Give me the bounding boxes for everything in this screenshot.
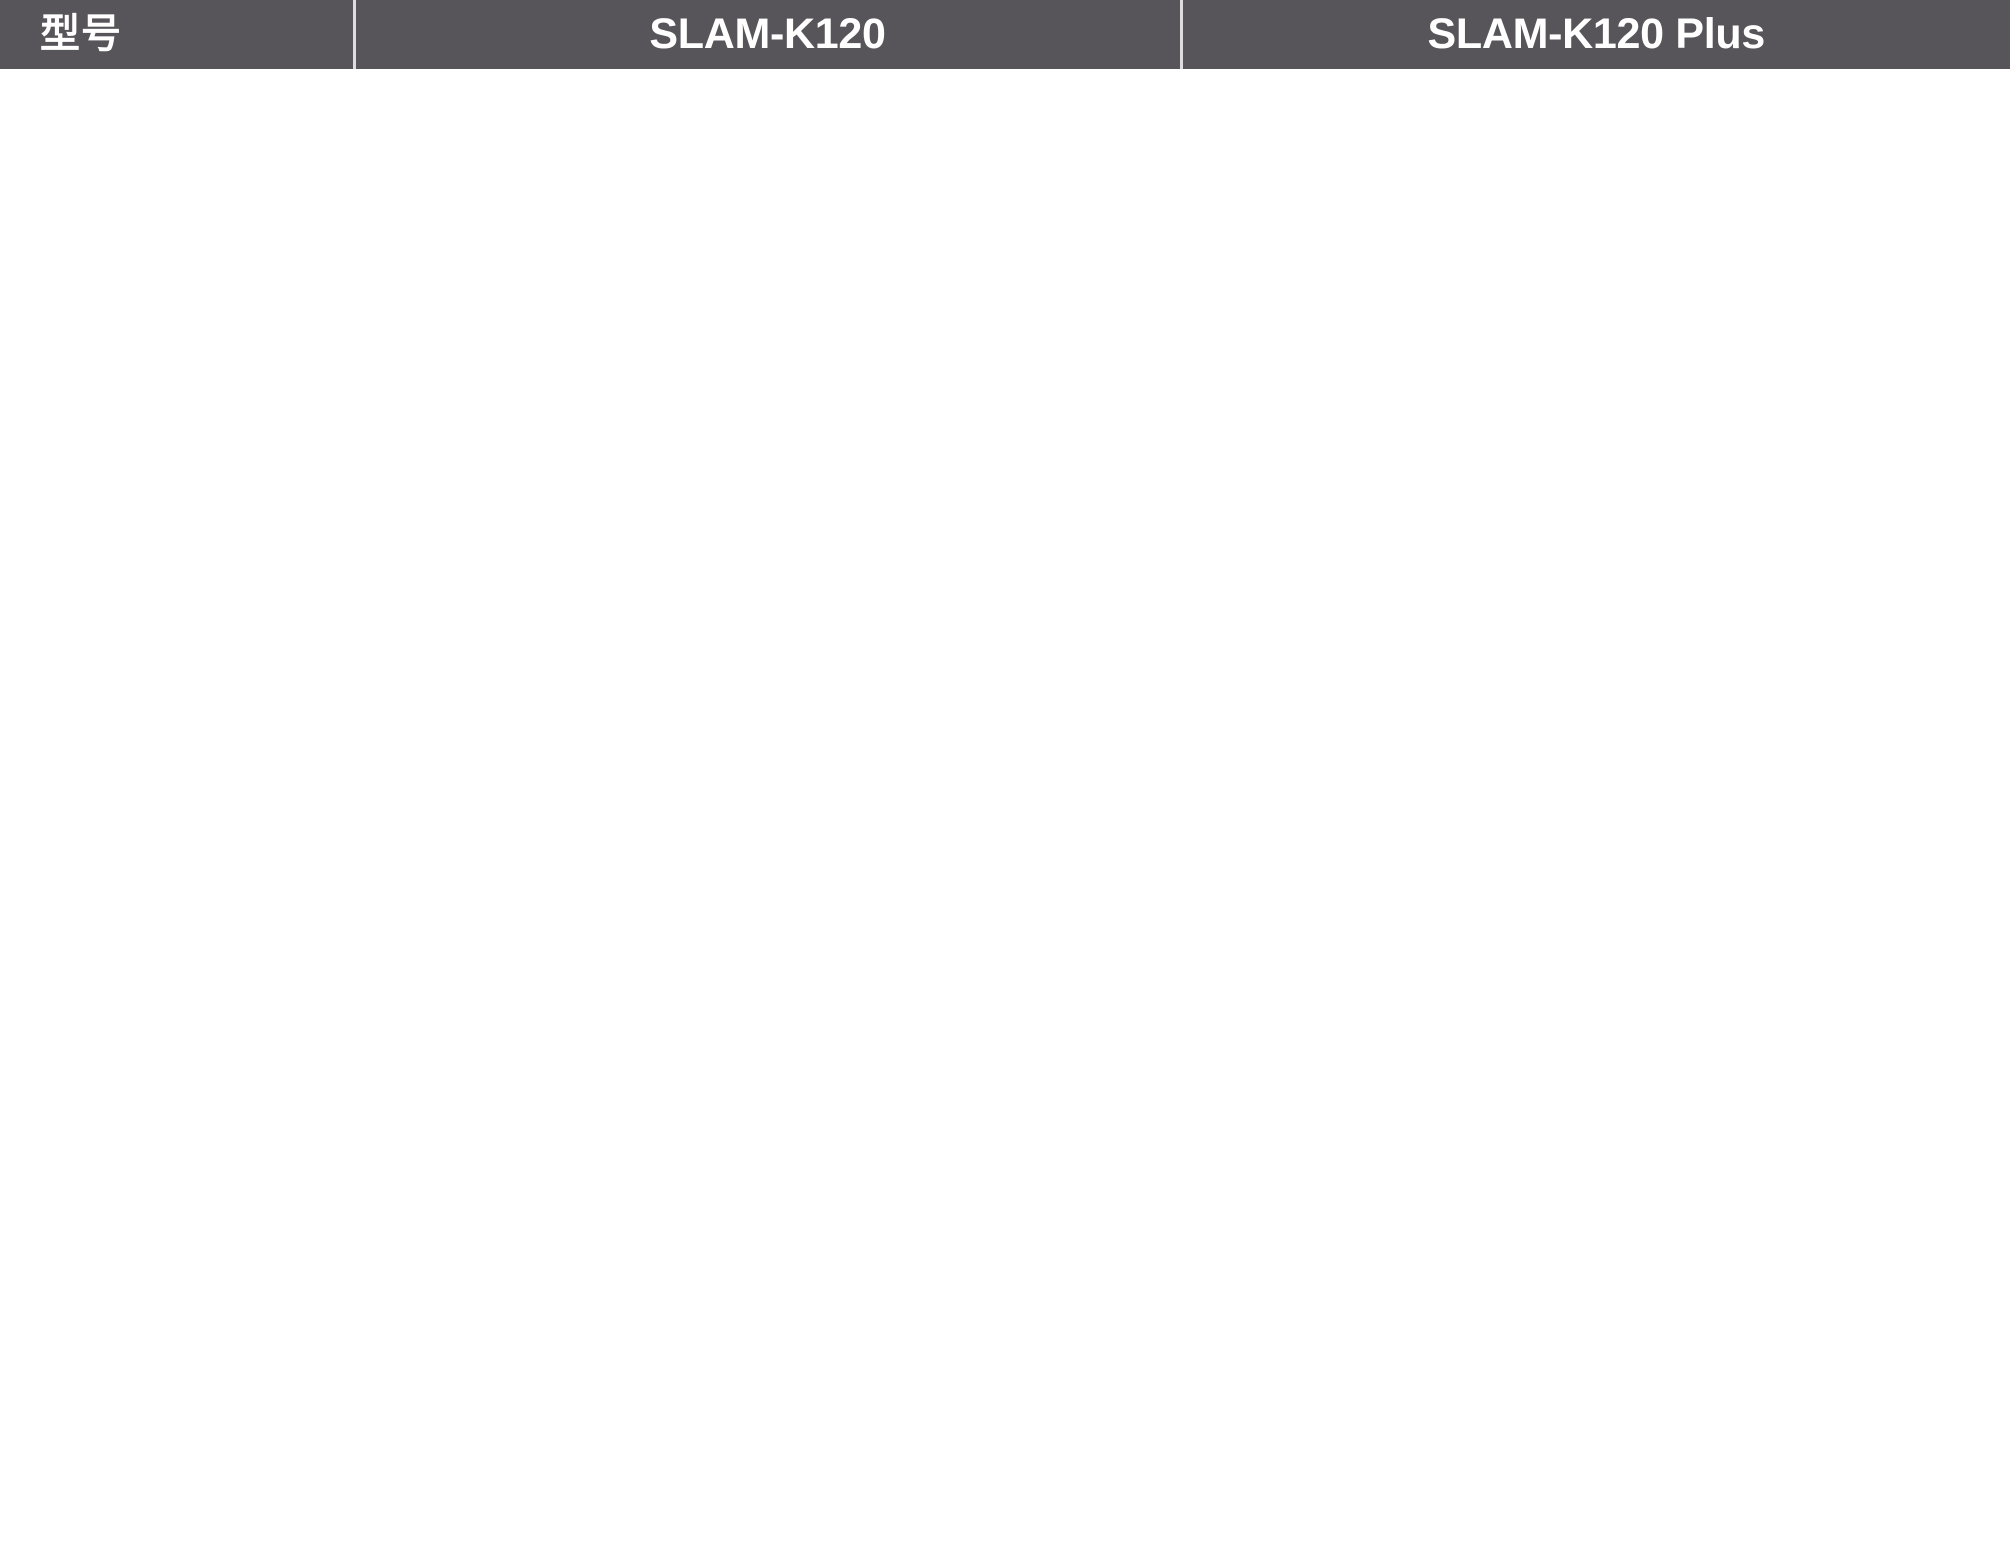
table-header: 型号 SLAM-K120 SLAM-K120 Plus (0, 0, 2010, 69)
table-header-cell-slam-k120-plus: SLAM-K120 Plus (1179, 0, 2010, 69)
table-header-cell-slam-k120: SLAM-K120 (352, 0, 1181, 69)
spec-comparison-table: 型号 SLAM-K120 SLAM-K120 Plus (0, 0, 2010, 69)
table-header-cell-model-label: 型号 (0, 0, 354, 69)
table-body-empty-area (0, 69, 2010, 1562)
table-header-row: 型号 SLAM-K120 SLAM-K120 Plus (0, 0, 2010, 69)
